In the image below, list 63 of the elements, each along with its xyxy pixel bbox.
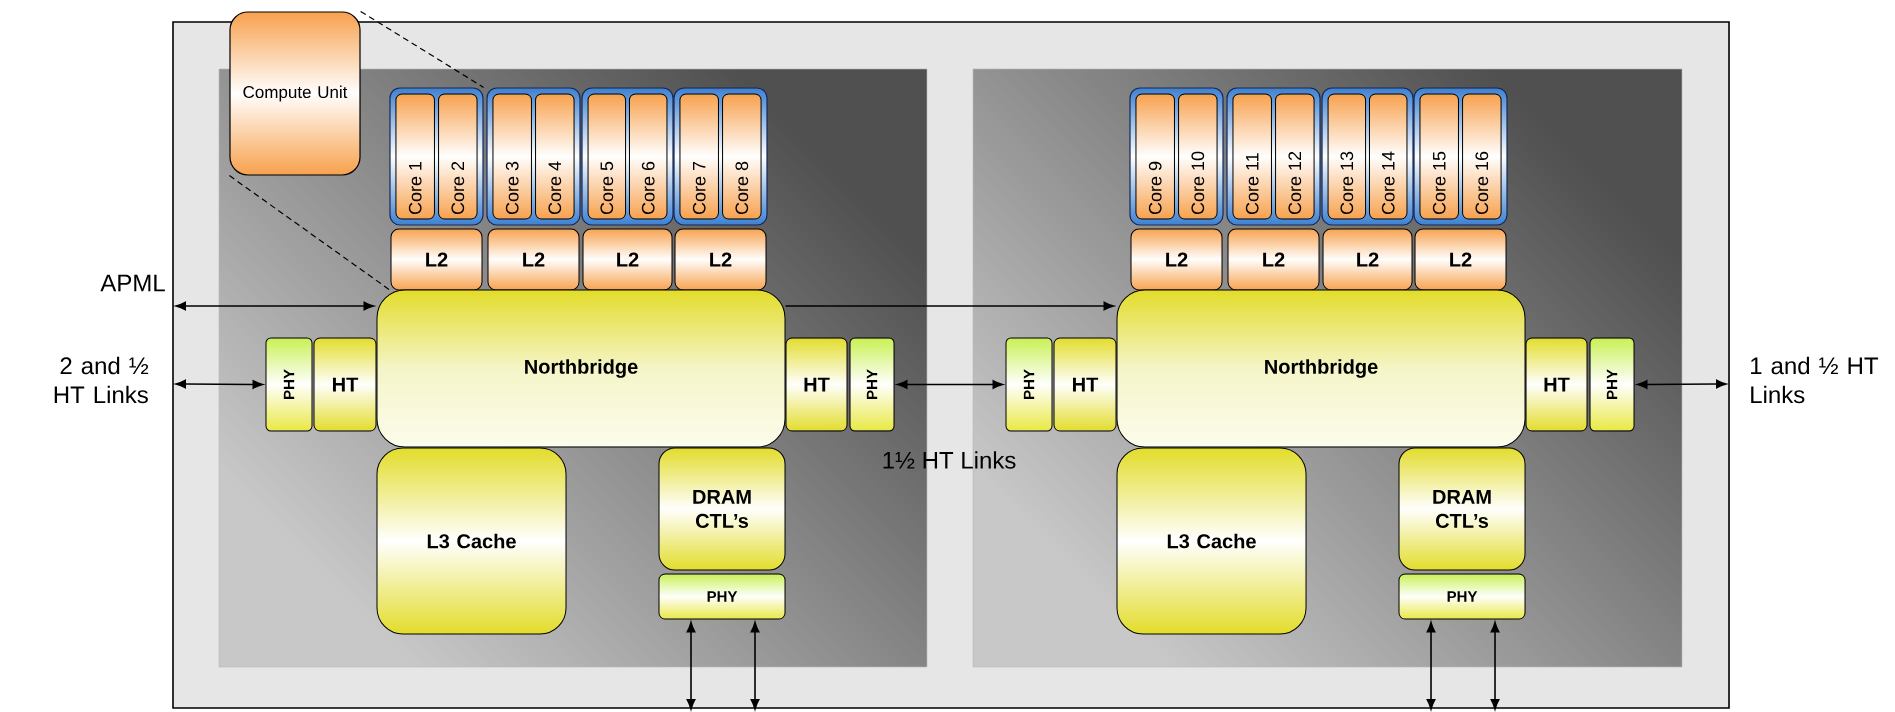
l2-cache-box: L2 <box>390 228 483 291</box>
edge-label: 1 and ½ HT Links <box>1751 356 1878 404</box>
core-pair-box <box>1413 87 1508 226</box>
l2-cache-box: L2 <box>1130 228 1223 291</box>
phy-box: PHY <box>1589 337 1635 432</box>
phy-box: PHY <box>1005 337 1053 432</box>
phy-box: PHY <box>1398 573 1526 620</box>
core-box: Core 6 <box>628 93 668 220</box>
dram-controller-box: DRAM CTL’s <box>658 447 786 571</box>
l2-cache-box: L2 <box>1227 228 1320 291</box>
core-pair-box <box>389 87 484 226</box>
core-box: Core 7 <box>679 93 719 220</box>
core-box: Core 11 <box>1232 93 1272 220</box>
core-box: Core 4 <box>535 93 575 220</box>
arrow <box>896 380 1004 389</box>
ht-box: HT <box>313 337 377 432</box>
arrow <box>175 379 264 389</box>
core-box: Core 8 <box>722 93 762 220</box>
core-pair-box <box>486 87 581 226</box>
edge-label: APML <box>100 274 165 292</box>
arrow <box>1490 621 1500 710</box>
core-pair-box <box>673 87 768 226</box>
core-box: Core 9 <box>1135 93 1175 220</box>
l3-cache-box: L3 Cache <box>1116 447 1307 635</box>
core-box: Core 1 <box>395 93 435 220</box>
phy-box: PHY <box>265 337 313 432</box>
ht-box: HT <box>785 337 848 432</box>
connector-line <box>228 175 392 292</box>
core-box: Core 3 <box>492 93 532 220</box>
dram-controller-box: DRAM CTL’s <box>1398 447 1526 571</box>
core-box: Core 5 <box>587 93 627 220</box>
phy-box: PHY <box>658 573 786 620</box>
arrow <box>1636 379 1727 389</box>
core-box: Core 16 <box>1462 93 1502 220</box>
edge-label: 1½ HT Links <box>883 451 1016 469</box>
core-pair-box <box>1321 87 1414 226</box>
phy-box: PHY <box>849 337 895 432</box>
l2-cache-box: L2 <box>674 228 767 291</box>
core-box: Core 13 <box>1327 93 1367 220</box>
ht-box: HT <box>1053 337 1117 432</box>
l2-cache-box: L2 <box>487 228 580 291</box>
l3-cache-box: L3 Cache <box>376 447 567 635</box>
northbridge-box: Northbridge <box>1116 289 1526 448</box>
connector-line <box>360 10 485 88</box>
arrow <box>750 621 760 710</box>
core-pair-box <box>581 87 674 226</box>
edge-label: 2 and ½ HT Links <box>54 356 149 404</box>
ht-box: HT <box>1525 337 1588 432</box>
core-box: Core 14 <box>1368 93 1408 220</box>
northbridge-box: Northbridge <box>376 289 786 448</box>
l2-cache-box: L2 <box>1322 228 1413 291</box>
core-pair-box <box>1226 87 1321 226</box>
arrow <box>686 621 696 710</box>
arrow <box>784 301 1115 311</box>
core-box: Core 12 <box>1275 93 1315 220</box>
l2-cache-box: L2 <box>1414 228 1507 291</box>
core-box: Core 2 <box>438 93 478 220</box>
core-pair-box <box>1129 87 1224 226</box>
arrow <box>175 301 375 311</box>
l2-cache-box: L2 <box>582 228 673 291</box>
arrow <box>1426 621 1436 710</box>
core-box: Core 10 <box>1178 93 1218 220</box>
core-box: Core 15 <box>1419 93 1459 220</box>
